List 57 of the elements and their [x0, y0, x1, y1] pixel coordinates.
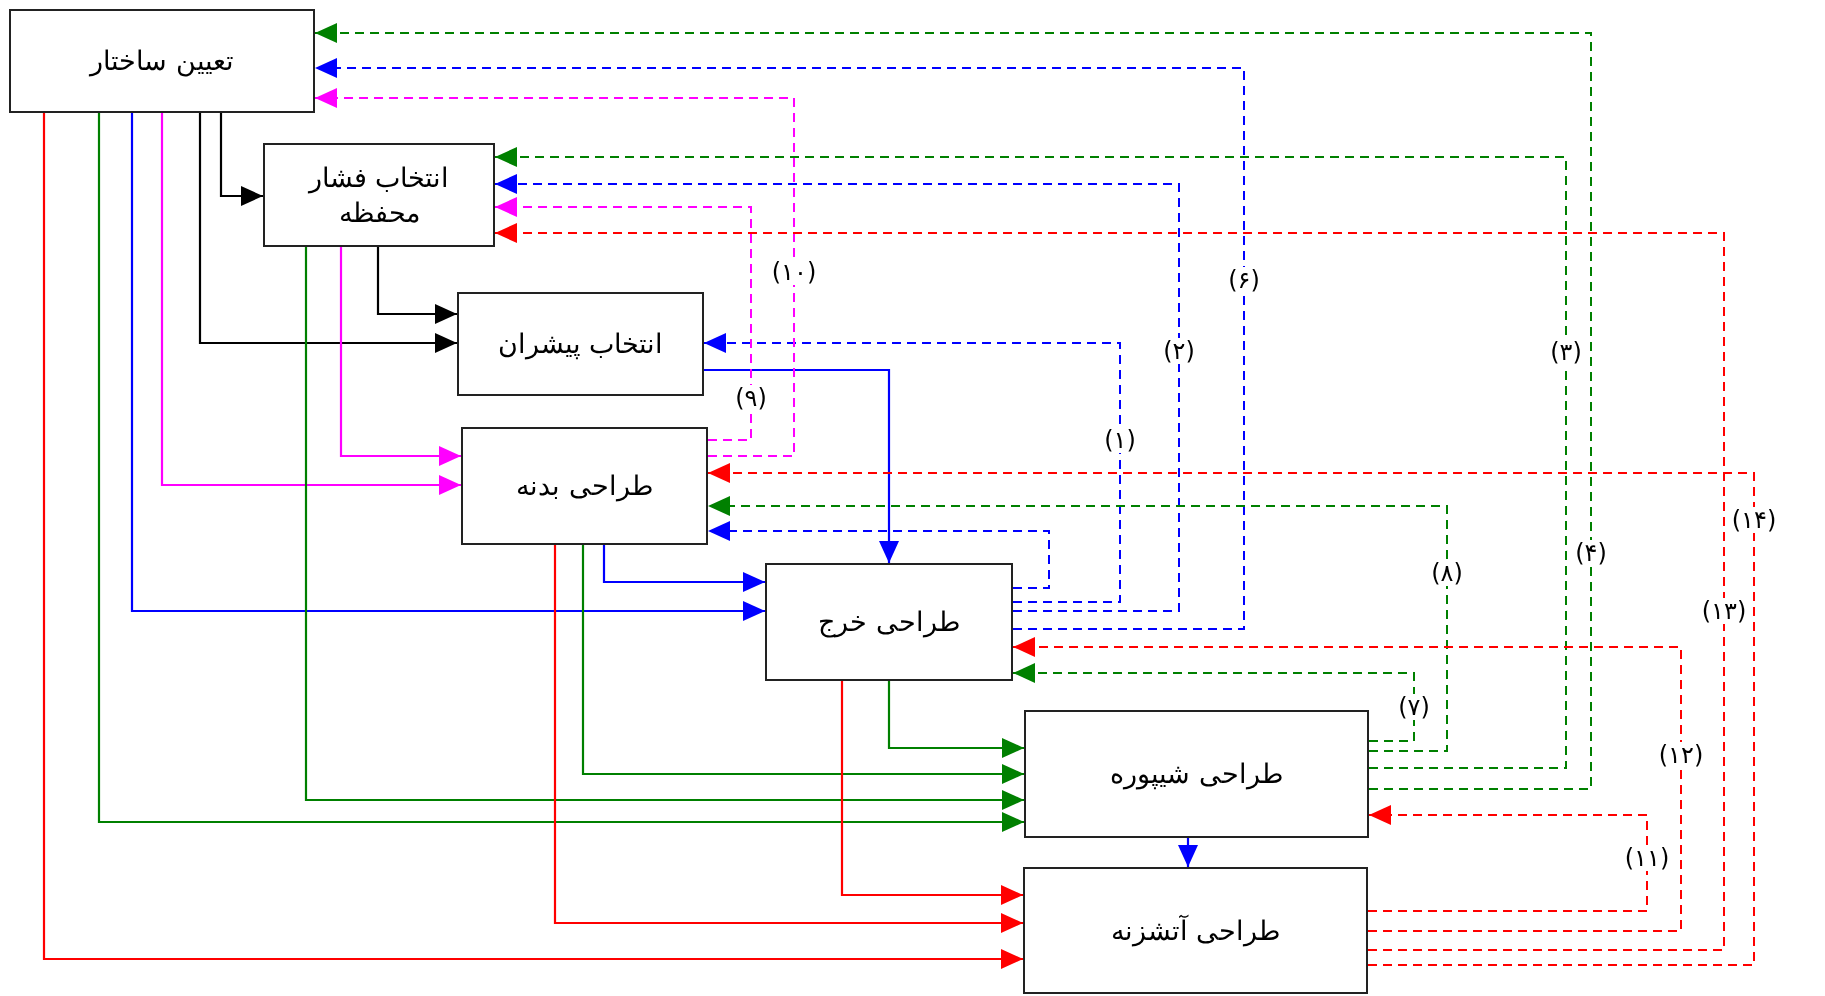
arrow: [581, 545, 1024, 784]
arrow: [703, 333, 1121, 603]
arrow: [314, 58, 1245, 630]
process-box: [457, 292, 704, 396]
arrow: [887, 681, 1024, 758]
arrow: [198, 113, 457, 353]
arrow: [707, 463, 1755, 966]
arrow: [42, 113, 1023, 969]
edge-label: (۸): [1430, 560, 1464, 586]
arrow: [494, 174, 1180, 612]
box-label: طراحی خرج: [818, 605, 960, 640]
arrow: [840, 681, 1023, 905]
arrow: [707, 521, 1050, 589]
arrow: [602, 545, 765, 592]
box-label: طراحی شیپوره: [1110, 757, 1283, 792]
arrow: [339, 247, 461, 466]
arrow: [707, 496, 1448, 752]
arrow: [219, 113, 263, 206]
arrow: [553, 545, 1023, 933]
box-label: تعیین ساختار: [90, 44, 234, 79]
process-box: [1024, 710, 1369, 838]
edge-label: (۴): [1574, 540, 1608, 566]
arrow: [704, 368, 899, 563]
edge-label: (۶): [1227, 267, 1261, 293]
box-label: طراحی آتشزنه: [1110, 913, 1281, 949]
arrow: [1012, 663, 1415, 742]
arrow: [314, 88, 795, 457]
edge-label: (۹): [734, 385, 768, 411]
arrow: [304, 247, 1024, 810]
arrow: [160, 113, 461, 495]
edge-label: (۱۰): [770, 259, 818, 285]
arrow: [494, 223, 1725, 951]
edge-label: (۲): [1162, 338, 1196, 364]
box-label: طراحی بدنه: [516, 469, 653, 504]
box-label: انتخاب پیشران: [497, 327, 664, 362]
edge-label: (۱): [1103, 427, 1137, 453]
arrow: [130, 113, 765, 621]
edge-label: (۱۱): [1623, 845, 1671, 871]
edge-label: (۳): [1549, 339, 1583, 365]
edge-label: (۱۳): [1700, 598, 1748, 624]
arrow: [376, 247, 457, 324]
arrow: [97, 113, 1024, 832]
process-box: [461, 427, 708, 545]
process-box: [263, 143, 495, 247]
process-box: [1023, 867, 1368, 994]
process-box: [9, 9, 315, 113]
arrow: [494, 147, 1567, 769]
edge-label: (۷): [1397, 694, 1431, 720]
edge-label: (۱۲): [1657, 742, 1705, 768]
arrow: [1178, 838, 1198, 867]
arrow: [1012, 637, 1682, 932]
arrow: [494, 197, 752, 441]
box-label: انتخاب فشار محفظه: [307, 160, 451, 230]
edge-label: (۱۴): [1730, 507, 1778, 533]
arrow: [314, 23, 1592, 790]
process-box: [765, 563, 1013, 681]
arrow: [1367, 805, 1648, 912]
